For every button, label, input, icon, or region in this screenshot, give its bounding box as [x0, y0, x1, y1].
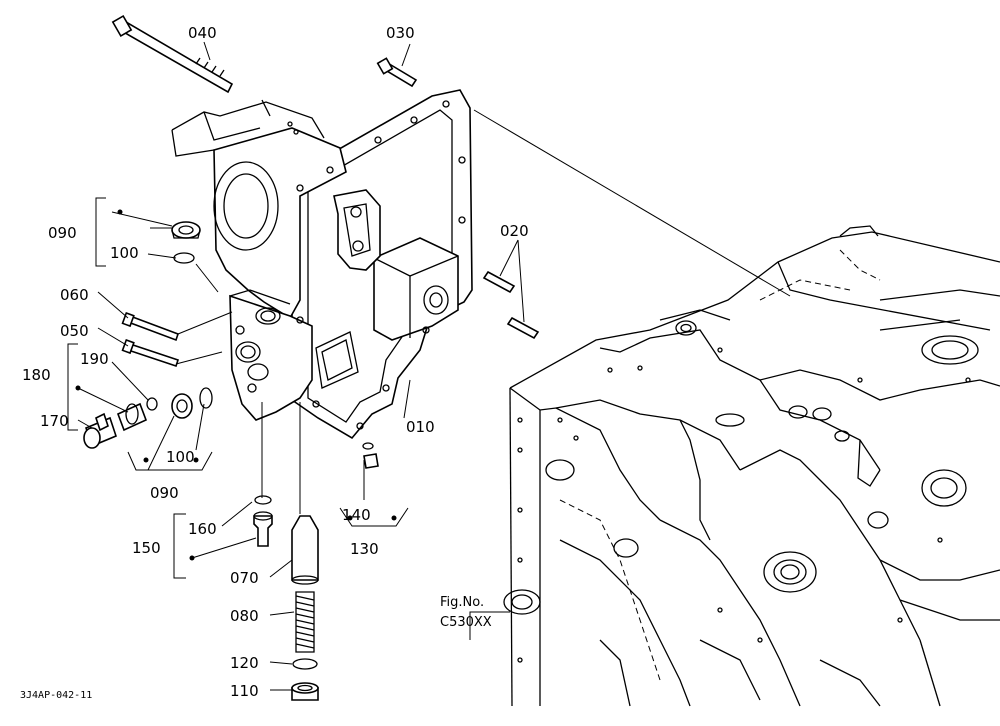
- leader-lines: [67, 41, 791, 691]
- part-number: 050: [60, 322, 89, 340]
- fitting-170-190-drawing: [83, 387, 213, 449]
- part-number: 090: [48, 224, 77, 242]
- part-number: 100: [110, 244, 139, 262]
- housing-drawing: [171, 89, 473, 440]
- drawing-code: 3J4AP-042-11: [20, 690, 92, 701]
- transmission-case-drawing: [503, 225, 1000, 707]
- part-number: 140: [342, 506, 371, 524]
- part-number: 120: [230, 654, 259, 672]
- part-number: 180: [22, 366, 51, 384]
- part-number: 070: [230, 569, 259, 587]
- part-number: 100: [166, 448, 195, 466]
- part-number: 060: [60, 286, 89, 304]
- bullet-dots: [75, 209, 397, 561]
- bolt-030-drawing: [376, 57, 418, 88]
- part-number-labels: 040 030 090 100 020 060 050 180 190 170 …: [22, 24, 529, 700]
- part-number: 130: [350, 540, 379, 558]
- part-number: 170: [40, 412, 69, 430]
- part-number: 030: [386, 24, 415, 42]
- part-number: 010: [406, 418, 435, 436]
- figure-ref-label: Fig.No.: [440, 595, 484, 610]
- bolt-040-drawing: [111, 14, 234, 94]
- figure-ref-number: C530XX: [440, 615, 492, 630]
- part-number: 160: [188, 520, 217, 538]
- plug-100-upper-drawing: [171, 221, 201, 264]
- valve-070-080-drawing: [291, 515, 319, 701]
- part-number: 080: [230, 607, 259, 625]
- plug-140-drawing: [362, 442, 379, 469]
- bolts-060-050-drawing: [121, 311, 180, 368]
- part-number: 090: [150, 484, 179, 502]
- part-number: 040: [188, 24, 217, 42]
- fitting-150-160-drawing: [253, 495, 273, 547]
- part-number: 020: [500, 222, 529, 240]
- part-number: 190: [80, 350, 109, 368]
- part-number: 110: [230, 682, 259, 700]
- pins-020-drawing: [482, 270, 540, 340]
- part-number: 150: [132, 539, 161, 557]
